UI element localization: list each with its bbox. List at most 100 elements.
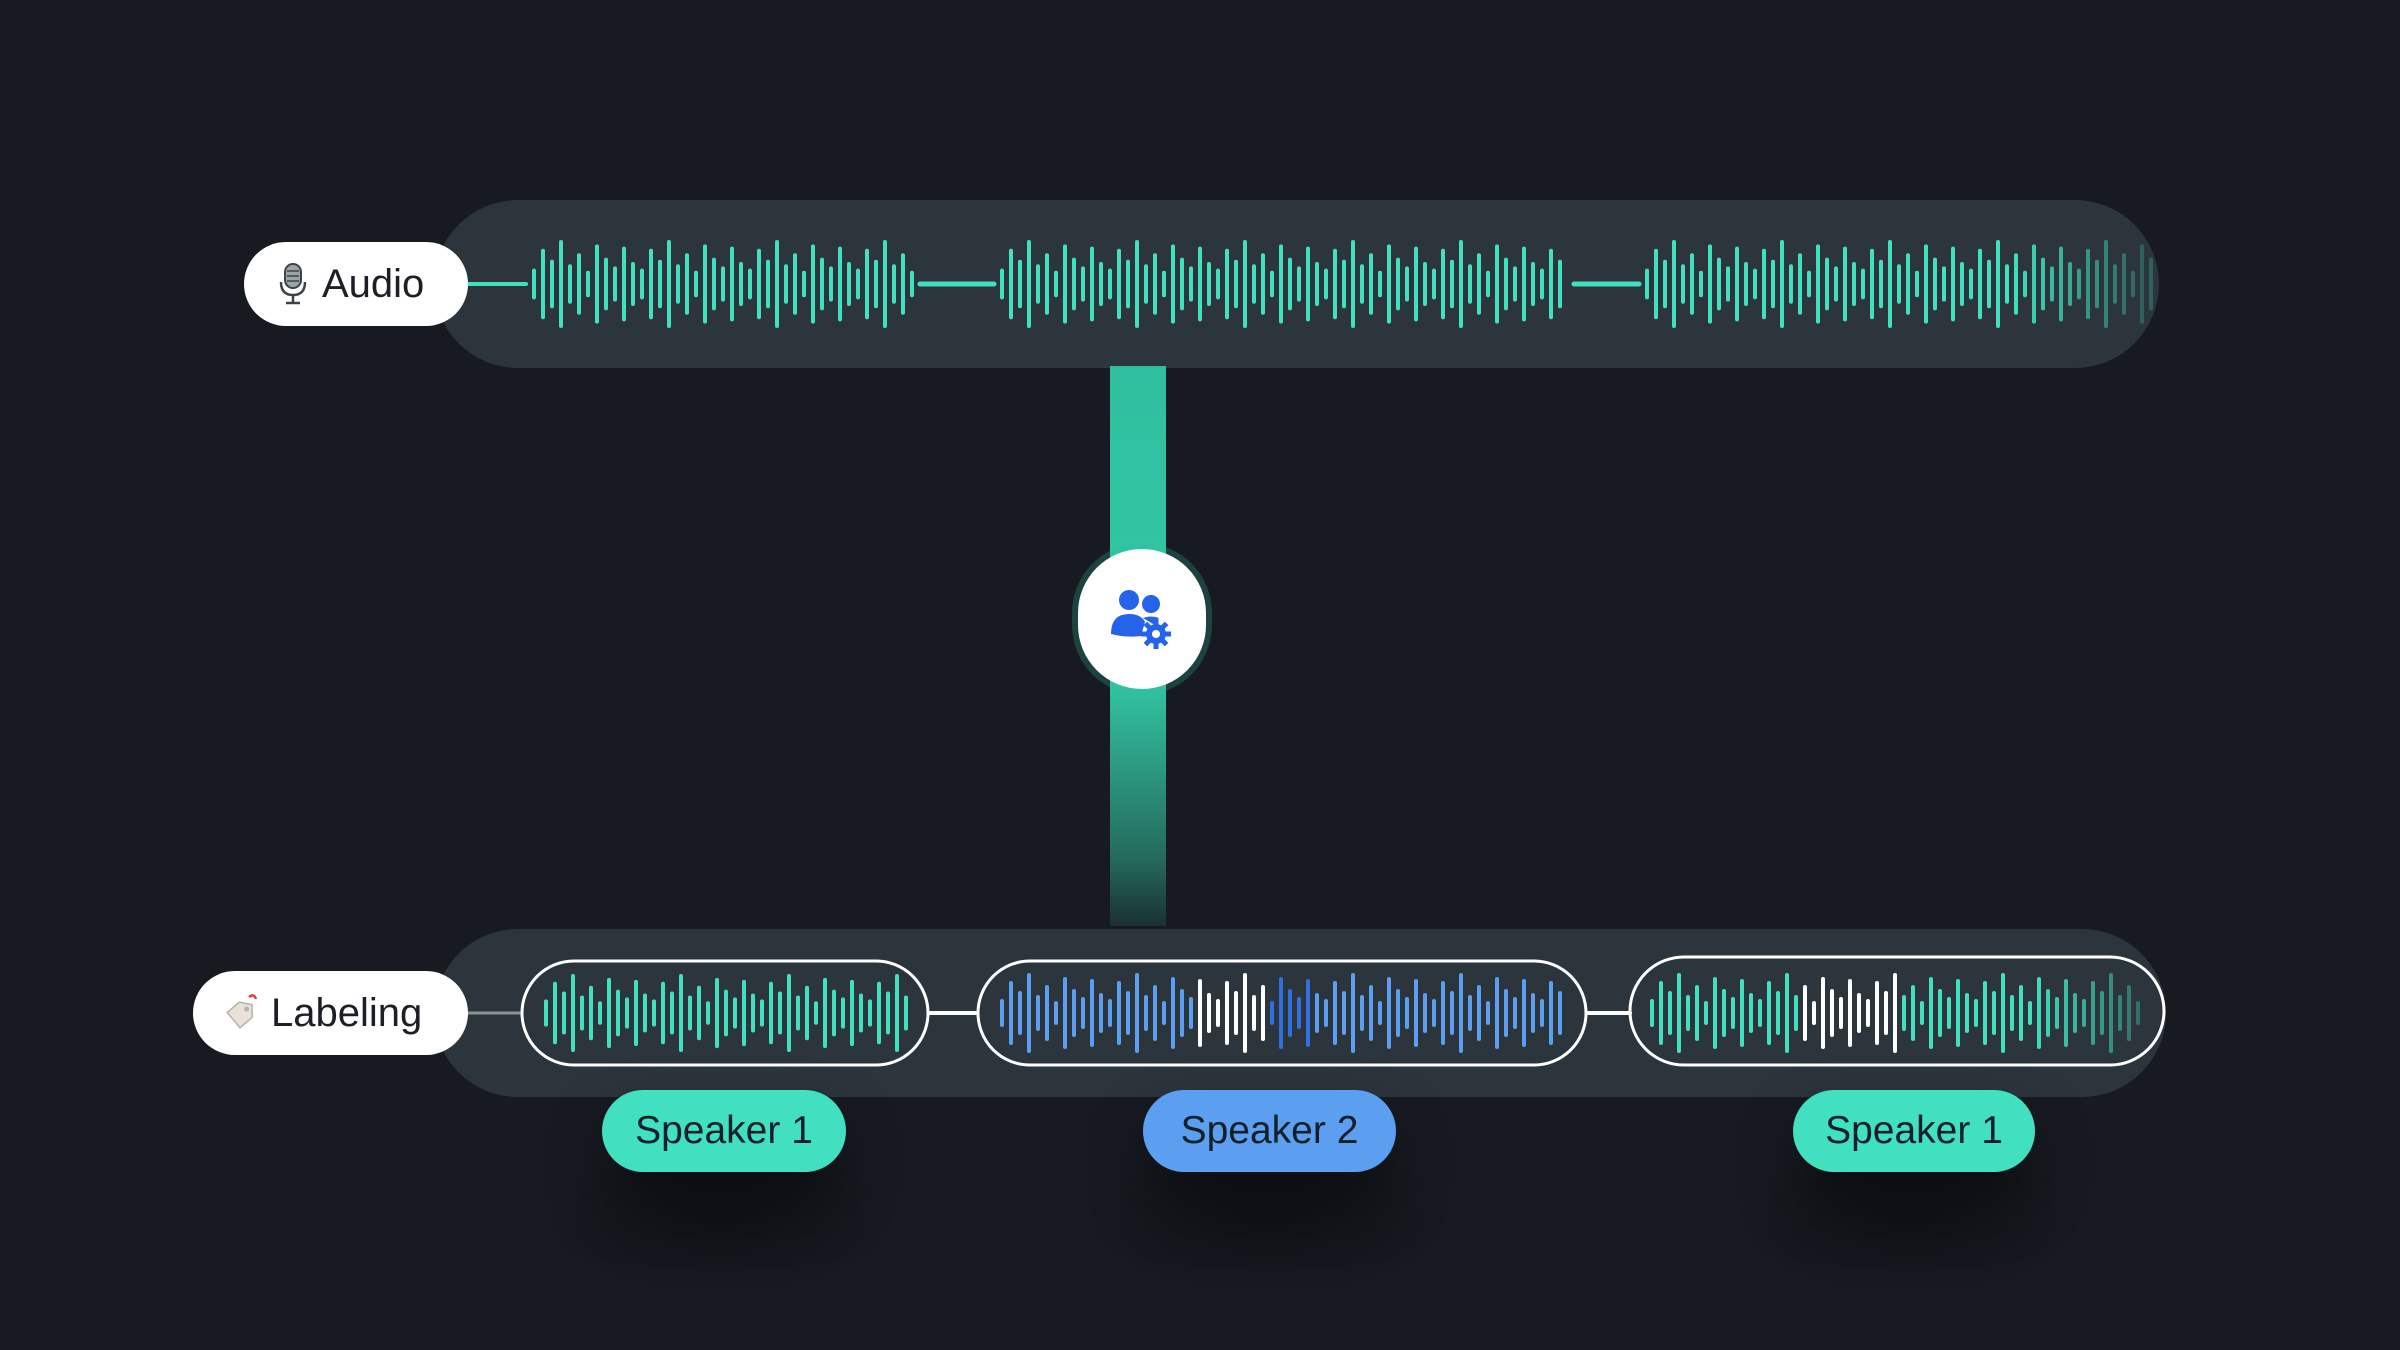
waveform-bar (1677, 973, 1681, 1053)
waveform-bar (580, 995, 584, 1031)
waveform-bar (886, 991, 890, 1035)
waveform-bar (757, 248, 761, 320)
waveform-bar (613, 266, 617, 302)
waveform-bar (1785, 973, 1789, 1053)
waveform-bar (2073, 993, 2077, 1033)
waveform-bar (589, 985, 593, 1041)
waveform-bar (1513, 266, 1517, 302)
waveform-bar (1117, 981, 1121, 1045)
waveform-bar (2050, 266, 2054, 302)
waveform-bar (1360, 995, 1364, 1031)
waveform-bar (874, 259, 878, 309)
waveform-bar (1531, 262, 1535, 306)
waveform-bar (2005, 264, 2009, 304)
waveform-bar (2037, 977, 2041, 1049)
waveform-bar (1902, 995, 1906, 1031)
waveform-bar (607, 977, 611, 1049)
waveform-bar (1216, 999, 1220, 1027)
waveform-bar (793, 253, 797, 315)
waveform-bar (652, 999, 656, 1027)
waveform-bar (1888, 240, 1892, 328)
waveform-bar (1740, 979, 1744, 1047)
labeling-label-tag: Labeling (193, 971, 468, 1055)
waveform-bar (751, 993, 755, 1033)
waveform-bar (562, 991, 566, 1035)
speaker-badge: Speaker 2 (1143, 1090, 1396, 1172)
waveform-bar (1063, 977, 1067, 1049)
waveform-bar (1672, 240, 1676, 328)
waveform-bar (541, 248, 545, 320)
waveform-bar (1731, 997, 1735, 1029)
waveform-bar (787, 974, 791, 1052)
waveform-bar (2077, 268, 2081, 300)
waveform-bar (1441, 248, 1445, 320)
waveform-bar (1686, 995, 1690, 1031)
waveform-bar (1951, 246, 1955, 322)
waveform-bar (670, 991, 674, 1035)
waveform-bar (2023, 270, 2027, 298)
waveform-bar (1099, 262, 1103, 306)
waveform-bar (2113, 264, 2117, 304)
waveform-bar (2122, 253, 2126, 315)
waveform-bar (1726, 266, 1730, 302)
waveform-bar (634, 979, 638, 1047)
waveform-bar (2118, 995, 2122, 1031)
waveform-bar (703, 244, 707, 324)
waveform-bar (1171, 977, 1175, 1049)
waveform-bar (1459, 973, 1463, 1053)
waveform-bar (856, 268, 860, 300)
waveform-bar (1540, 999, 1544, 1027)
waveform-bar (1126, 991, 1130, 1035)
waveform-bar (832, 989, 836, 1037)
tag-icon (226, 994, 258, 1029)
waveform-bar (1947, 997, 1951, 1029)
waveform-bar (2109, 973, 2113, 1053)
waveform-bar (544, 999, 548, 1027)
waveform-bar (1717, 257, 1721, 311)
waveform-bar (1522, 979, 1526, 1047)
waveform-bar (2082, 999, 2086, 1027)
waveform-bar (1099, 993, 1103, 1033)
waveform-bar (1333, 981, 1337, 1045)
waveform-bar (1803, 985, 1807, 1041)
waveform-bar (2127, 985, 2131, 1041)
waveform-bar (1978, 248, 1982, 320)
waveform-bar (595, 244, 599, 324)
waveform-bar (1342, 991, 1346, 1035)
waveform-bar (2001, 973, 2005, 1053)
waveform-bar (688, 995, 692, 1031)
waveform-bar (1108, 268, 1112, 300)
waveform-bar (2104, 240, 2108, 328)
waveform-bar (1279, 977, 1283, 1049)
waveform-bar (1198, 979, 1202, 1047)
waveform-bar (1234, 991, 1238, 1035)
waveform-bar (796, 995, 800, 1031)
waveform-bar (2136, 1001, 2140, 1025)
waveform-bar (1234, 259, 1238, 309)
waveform-bar (1735, 246, 1739, 322)
waveform-bar (841, 997, 845, 1029)
waveform-bar (1297, 266, 1301, 302)
waveform-bar (1776, 991, 1780, 1035)
waveform-bar (1297, 997, 1301, 1029)
waveform-bar (784, 264, 788, 304)
waveform-bar (1414, 979, 1418, 1047)
waveform-bar (1987, 259, 1991, 309)
waveform-bar (1243, 240, 1247, 328)
waveform-bar (877, 981, 881, 1045)
waveform-bar (2010, 995, 2014, 1031)
waveform-bar (1288, 257, 1292, 311)
waveform-bar (1270, 1001, 1274, 1025)
waveform-bar (1780, 240, 1784, 328)
waveform-bar (2149, 257, 2153, 311)
waveform-bar (1695, 985, 1699, 1041)
waveform-bar (1504, 257, 1508, 311)
waveform-bar (1834, 266, 1838, 302)
waveform-bar (1942, 266, 1946, 302)
waveform-bar (1378, 1001, 1382, 1025)
waveform-bar (1690, 253, 1694, 315)
waveform-bar (1713, 977, 1717, 1049)
waveform-bar (559, 240, 563, 328)
waveform-bar (1090, 979, 1094, 1047)
waveform-bar (802, 270, 806, 298)
